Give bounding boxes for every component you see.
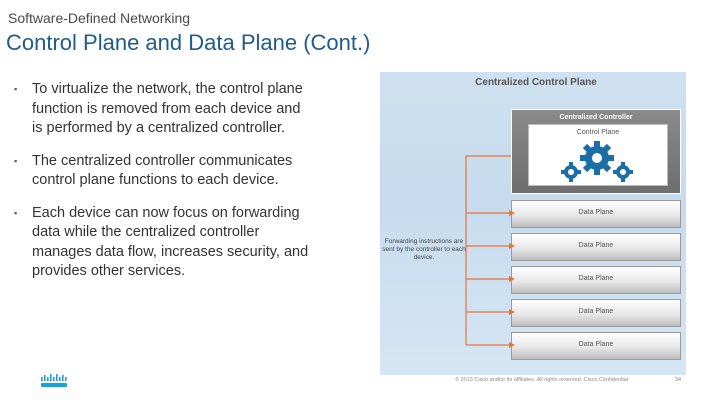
- data-plane-label: Data Plane: [578, 275, 614, 282]
- bullet-text: Each device can now focus on forwarding …: [32, 204, 309, 280]
- data-plane-label: Data Plane: [578, 209, 614, 216]
- data-plane-label: Data Plane: [578, 242, 614, 249]
- bullet-text: To virtualize the network, the control p…: [32, 81, 303, 136]
- bullet-text: The centralized controller communicates …: [32, 152, 293, 189]
- data-plane-label: Data Plane: [578, 308, 614, 315]
- forwarding-arrows: [465, 155, 515, 348]
- bullet-marker: ▪: [14, 207, 18, 218]
- forwarding-note: Forwarding instructions are sent by the …: [382, 238, 466, 261]
- gears-icon: [561, 141, 633, 182]
- page-title: Control Plane and Data Plane (Cont.): [6, 30, 371, 55]
- bullet-item: ▪ The centralized controller communicate…: [14, 152, 314, 191]
- data-plane-box: [511, 233, 681, 261]
- bullet-list: ▪ To virtualize the network, the control…: [14, 80, 314, 295]
- data-plane-box: [511, 332, 681, 360]
- data-plane-box: [511, 200, 681, 228]
- data-plane-box: [511, 266, 681, 294]
- page-number: 34: [675, 377, 682, 383]
- control-plane-label: Control Plane: [576, 129, 620, 136]
- bullet-marker: ▪: [14, 84, 18, 94]
- bullet-marker: ▪: [14, 155, 18, 166]
- cisco-logo-icon: [41, 374, 67, 387]
- data-plane-label: Data Plane: [578, 341, 614, 348]
- copyright-text: © 2013 Cisco and/or its affiliates. All …: [455, 377, 629, 383]
- controller-label: Centralized Controller: [559, 114, 633, 121]
- bullet-item: ▪ To virtualize the network, the control…: [14, 80, 314, 139]
- header-kicker: Software-Defined Networking: [8, 10, 191, 26]
- diagram-title: Centralized Control Plane: [475, 77, 597, 88]
- bullet-item: ▪ Each device can now focus on forwardin…: [14, 204, 314, 282]
